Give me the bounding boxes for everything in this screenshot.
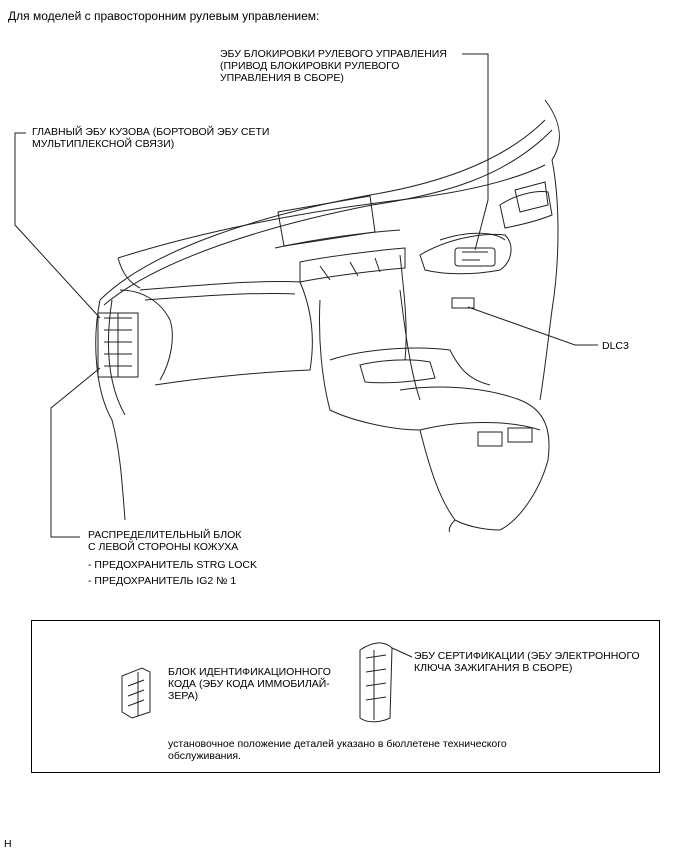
callout-dlc3: DLC3 bbox=[602, 340, 629, 352]
inset-note: установочное положение деталей указано в… bbox=[168, 738, 507, 762]
page-header: Для моделей с правосторонним рулевым упр… bbox=[8, 9, 320, 23]
inset-id-code-box-label: БЛОК ИДЕНТИФИКАЦИОННОГО КОДА (ЭБУ КОДА И… bbox=[168, 666, 331, 702]
inset-certification-ecu-label: ЭБУ СЕРТИФИКАЦИИ (ЭБУ ЭЛЕКТРОННОГО КЛЮЧА… bbox=[414, 650, 640, 674]
callout-junction-block: РАСПРЕДЕЛИТЕЛЬНЫЙ БЛОК С ЛЕВОЙ СТОРОНЫ К… bbox=[88, 529, 242, 553]
callout-fuse-strg-lock: - ПРЕДОХРАНИТЕЛЬ STRG LOCK bbox=[88, 559, 258, 571]
inset-box bbox=[31, 620, 660, 773]
figure-code: H bbox=[4, 838, 12, 850]
callout-main-body-ecu: ГЛАВНЫЙ ЭБУ КУЗОВА (БОРТОВОЙ ЭБУ СЕТИ МУ… bbox=[32, 126, 270, 150]
callout-fuse-ig2: - ПРЕДОХРАНИТЕЛЬ IG2 № 1 bbox=[88, 575, 237, 587]
callout-steering-lock-ecu: ЭБУ БЛОКИРОВКИ РУЛЕВОГО УПРАВЛЕНИЯ (ПРИВ… bbox=[220, 48, 447, 84]
